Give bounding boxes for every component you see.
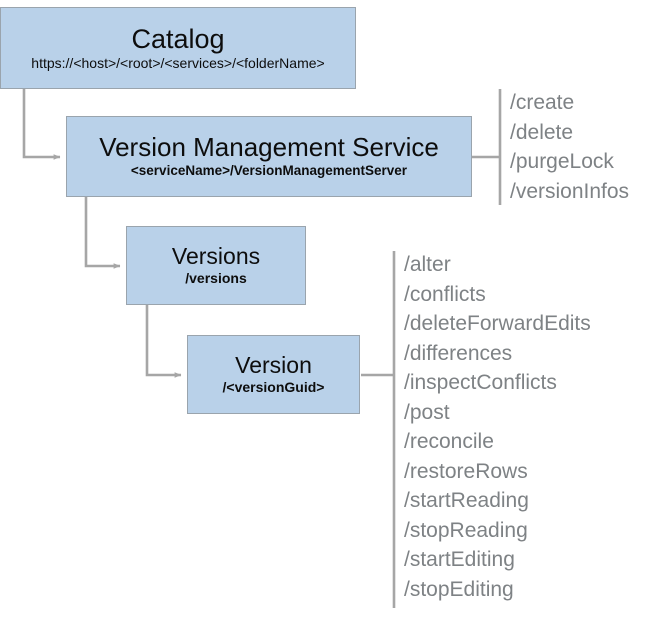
connector-vms-to-versions <box>84 197 121 269</box>
node-version-management-service-title: Version Management Service <box>99 131 439 162</box>
node-catalog-subtitle: https://<host>/<root>/<services>/<folder… <box>31 54 325 71</box>
endpoint-item: /versionInfos <box>510 179 630 203</box>
node-version-management-service[interactable]: Version Management Service <serviceName>… <box>66 116 472 197</box>
endpoint-item: /delete <box>510 120 574 144</box>
connector-versions-to-version <box>145 305 182 378</box>
node-version-subtitle: /<versionGuid> <box>222 379 325 396</box>
node-version-management-service-subtitle: <serviceName>/VersionManagementServer <box>130 163 408 179</box>
endpoint-item: /post <box>404 400 450 424</box>
endpoint-item: /alter <box>404 253 451 276</box>
endpoint-item: /stopEditing <box>404 577 514 601</box>
connector-catalog-to-vms <box>22 89 61 160</box>
node-catalog-title: Catalog <box>131 23 225 54</box>
endpoint-item: /startEditing <box>404 548 515 571</box>
node-catalog[interactable]: Catalog https://<host>/<root>/<services>… <box>0 7 356 89</box>
endpoint-item: /startReading <box>404 489 529 512</box>
endpoint-item: /differences <box>404 341 513 365</box>
node-versions-subtitle: /versions <box>185 270 247 287</box>
endpoint-item: /stopReading <box>404 518 528 542</box>
endpoint-item: /purgeLock <box>510 150 614 173</box>
endpoint-item: /reconcile <box>404 430 494 453</box>
endpoint-item: /conflicts <box>404 282 486 306</box>
node-versions[interactable]: Versions /versions <box>126 226 306 305</box>
endpoint-item: /create <box>510 91 575 114</box>
node-version-title: Version <box>235 352 312 379</box>
endpoint-item: /restoreRows <box>404 459 528 483</box>
node-versions-title: Versions <box>171 243 261 270</box>
endpoint-list-version-management-service: /create/delete/purgeLock/versionInfos <box>510 88 629 206</box>
endpoint-item: /inspectConflicts <box>404 371 557 394</box>
node-version[interactable]: Version /<versionGuid> <box>187 335 360 414</box>
endpoint-item: /deleteForwardEdits <box>404 312 591 335</box>
endpoint-list-version: /alter/conflicts/deleteForwardEdits/diff… <box>404 250 591 604</box>
